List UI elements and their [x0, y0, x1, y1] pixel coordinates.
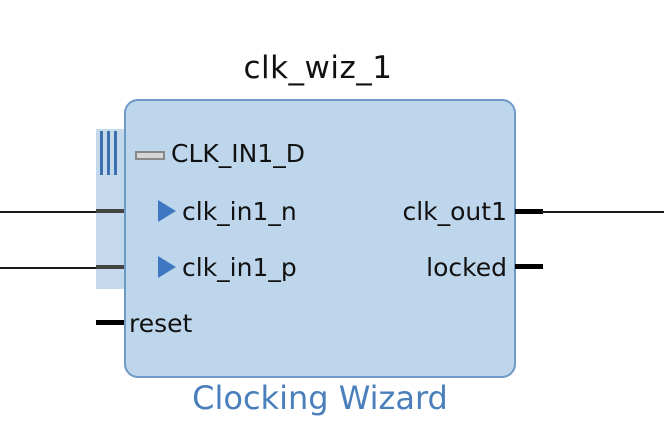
wire-clk-out1[interactable] [541, 211, 664, 213]
block-instance-name[interactable]: clk_wiz_1 [0, 50, 664, 86]
clock-wizard-block[interactable] [124, 99, 516, 378]
pin-stub-clk-in1-n[interactable] [96, 209, 124, 213]
pin-stub-reset[interactable] [96, 320, 124, 325]
output-pin-locked[interactable]: locked [426, 253, 507, 282]
interface-expand-icon[interactable] [100, 131, 124, 175]
input-pin-clk-in1-p[interactable]: clk_in1_p [182, 253, 297, 282]
interface-port-label[interactable]: CLK_IN1_D [171, 139, 306, 168]
instance-name-text: clk_wiz_1 [243, 50, 393, 86]
pin-stub-clk-in1-p[interactable] [96, 265, 124, 269]
pin-stub-clk-out1[interactable] [515, 209, 543, 214]
pin-stub-locked[interactable] [515, 264, 543, 269]
wire-clk-in1-p[interactable] [0, 267, 100, 269]
triangle-right-icon [158, 256, 176, 278]
triangle-right-icon [158, 200, 176, 222]
input-pin-reset[interactable]: reset [129, 309, 193, 338]
ip-name-label: Clocking Wizard [192, 379, 448, 417]
bus-interface-icon[interactable] [135, 151, 165, 160]
wire-clk-in1-n[interactable] [0, 211, 100, 213]
input-pin-clk-in1-n[interactable]: clk_in1_n [182, 197, 297, 226]
output-pin-clk-out1[interactable]: clk_out1 [402, 197, 507, 226]
